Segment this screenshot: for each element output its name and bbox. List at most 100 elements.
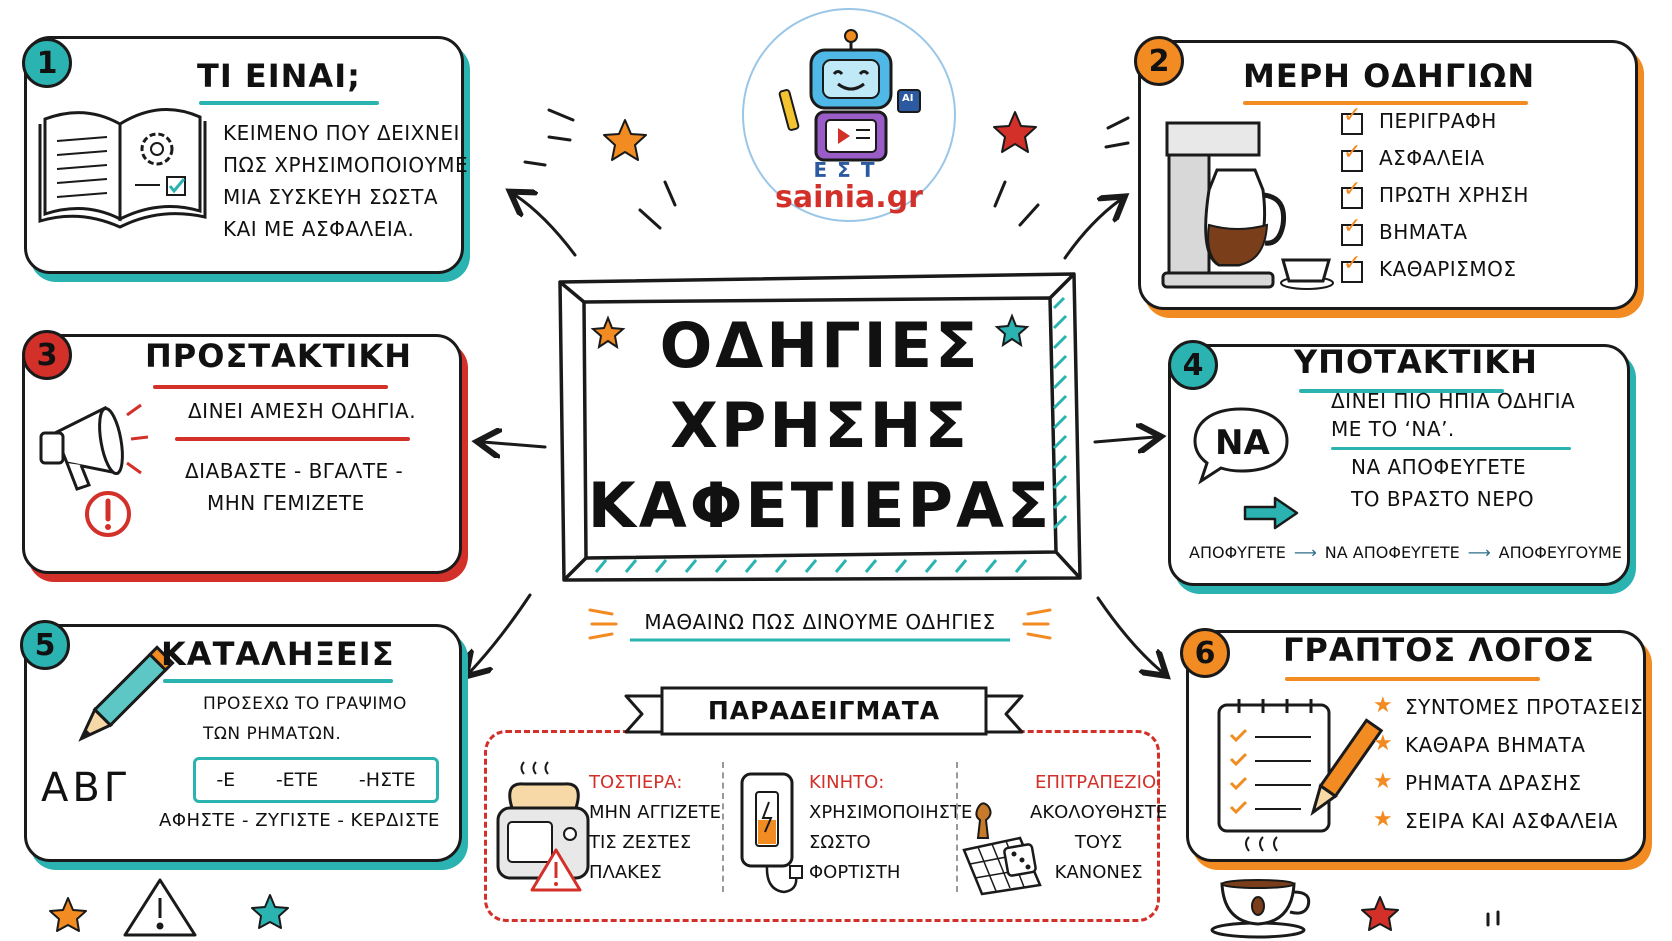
card-3-number: 3 (22, 330, 72, 380)
card-1-line-1: ΚΕΙΜΕΝΟ ΠΟΥ ΔΕΙΧΝΕΙ (223, 121, 460, 145)
list-item-label: ΚΑΘΑΡΑ ΒΗΜΑΤΑ (1405, 733, 1586, 757)
examples-banner: ΠΑΡΑΔΕΙΓΜΑΤΑ (624, 686, 1024, 742)
example-2-line-3: ΦΟΡΤΙΣΤΗ (809, 862, 901, 883)
card-2-title: ΜΕΡΗ ΟΔΗΓΙΩΝ (1243, 57, 1536, 95)
check-icon: ✓ (1343, 177, 1362, 202)
title-line-3: ΚΑΦΕΤΙΕΡΑΣ (587, 469, 1053, 542)
star-orange-top (603, 119, 647, 161)
coffee-cup-icon (1245, 836, 1278, 852)
check-item-label: ΚΑΘΑΡΙΣΜΟΣ (1379, 257, 1517, 281)
warning-icon-bottom (123, 878, 197, 937)
example-3-line-1: ΑΚΟΛΟΥΘΗΣΤΕ (1030, 802, 1168, 823)
card-endings: ΑΒΓ ΚΑΤΑΛΗΞΕΙΣ ΠΡΟΣΕΧΩ ΤΟ ΓΡΑΨΙΜΟ ΤΩΝ ΡΗ… (24, 624, 462, 862)
card-subjunctive: ΝΑ ΥΠΟΤΑΚΤΙΚΗ ΔΙΝΕΙ ΠΙΟ ΗΠΙΑ ΟΔΗΓΙΑ ΜΕ Τ… (1168, 343, 1630, 586)
card-3-title: ΠΡΟΣΤΑΚΤΙΚΗ (145, 337, 412, 375)
chain-item: ΑΠΟΦΥΓΕΤΕ (1189, 543, 1286, 562)
card-4-title: ΥΠΟΤΑΚΤΙΚΗ (1294, 343, 1538, 381)
card-4-line-2: ΜΕ ΤΟ ‘ΝΑ’. (1331, 417, 1455, 441)
list-item-label: ΣΕΙΡΑ ΚΑΙ ΑΣΦΑΛΕΙΑ (1405, 809, 1618, 833)
example-1-line-3: ΠΛΑΚΕΣ (589, 862, 662, 883)
arrow-to-card-4 (1093, 437, 1155, 442)
arrow-right-icon: ⟶ (1293, 543, 1317, 562)
card-what-is: ΤΙ ΕΙΝΑΙ; ΚΕΙΜΕΝΟ ΠΟΥ ΔΕΙΧΝΕΙ ΠΩΣ ΧΡΗΣΙΜ… (24, 36, 468, 274)
example-1-line-1: ΜΗΝ ΑΓΓΙΖΕΤΕ (589, 802, 722, 823)
arrow-to-card-6 (1096, 596, 1162, 672)
star-teal-title (994, 313, 1030, 348)
star-orange-bottom (49, 897, 87, 932)
endings-box: -Ε -ΕΤΕ -ΗΣΤΕ (193, 757, 439, 803)
card-6-title: ΓΡΑΠΤΟΣ ΛΟΓΟΣ (1283, 631, 1595, 669)
card-1-underline (199, 101, 379, 105)
list-item-label: ΡΗΜΑΤΑ ΔΡΑΣΗΣ (1405, 771, 1582, 795)
card-1-line-2: ΠΩΣ ΧΡΗΣΙΜΟΠΟΙΟΥΜΕ (223, 153, 469, 177)
banner-label: ΠΑΡΑΔΕΙΓΜΑΤΑ (707, 696, 941, 725)
card-3-divider (175, 437, 410, 441)
card-5-title: ΚΑΤΑΛΗΞΕΙΣ (161, 635, 395, 673)
center-title-box: ΟΔΗΓΙΕΣ ΧΡΗΣΗΣ ΚΑΦΕΤΙΕΡΑΣ (556, 268, 1084, 588)
card-2-number: 2 (1134, 36, 1184, 86)
abc-letters: ΑΒΓ (41, 765, 131, 811)
card-1-line-3: ΜΙΑ ΣΥΣΚΕΥΗ ΣΩΣΤΑ (223, 185, 439, 209)
card-1-number: 1 (22, 38, 72, 88)
example-divider-1 (722, 762, 724, 892)
card-1-line-4: ΚΑΙ ΜΕ ΑΣΦΑΛΕΙΑ. (223, 217, 415, 241)
logo-text: sainia.gr (775, 180, 923, 215)
card-2-underline (1243, 101, 1528, 105)
toaster-icon (496, 761, 590, 892)
card-1-title: ΤΙ ΕΙΝΑΙ; (197, 57, 361, 95)
star-red-bottom (1361, 896, 1399, 931)
card-4-example-2: ΤΟ ΒΡΑΣΤΟ ΝΕΡΟ (1351, 487, 1535, 511)
logo: AI ΕΣΤ sainia.gr (742, 8, 956, 222)
card-4-underline (1299, 389, 1504, 393)
example-2: ΚΙΝΗΤΟ: ΧΡΗΣΙΜΟΠΟΙΗΣΤΕ ΣΩΣΤΟ ΦΟΡΤΙΣΤΗ (809, 768, 972, 888)
ending-item: -ΗΣΤΕ (358, 769, 416, 791)
subtitle: ΜΑΘΑΙΝΩ ΠΩΣ ΔΙΝΟΥΜΕ ΟΔΗΓΙΕΣ (588, 606, 1052, 642)
check-icon: ✓ (1343, 140, 1362, 165)
chain-item: ΑΠΟΦΕΥΓΟΥΜΕ (1498, 543, 1622, 562)
card-parts: ΜΕΡΗ ΟΔΗΓΙΩΝ ✓ ΠΕΡΙΓΡΑΦΗ ✓ ΑΣΦΑΛΕΙΑ ✓ ΠΡ… (1138, 40, 1638, 310)
card-5-examples: ΑΦΗΣΤΕ - ΖΥΓΙΣΤΕ - ΚΕΡΔΙΣΤΕ (159, 810, 440, 831)
card-imperative: ΠΡΟΣΤΑΚΤΙΚΗ ΔΙΝΕΙ ΑΜΕΣΗ ΟΔΗΓΙΑ. ΔΙΑΒΑΣΤΕ… (22, 334, 462, 574)
coffee-maker-icon (1161, 121, 1334, 290)
title-line-2: ΧΡΗΣΗΣ (670, 389, 970, 462)
example-3-line-3: ΚΑΝΟΝΕΣ (1054, 862, 1143, 883)
star-teal-bottom (251, 894, 289, 929)
board-game-icon (962, 802, 1042, 896)
star-red-top (993, 111, 1037, 153)
example-3-heading: ΕΠΙΤΡΑΠΕΖΙΟ: (1035, 772, 1163, 793)
example-2-line-1: ΧΡΗΣΙΜΟΠΟΙΗΣΤΕ (809, 802, 973, 823)
star-orange-title (590, 315, 626, 350)
card-3-line-3: ΜΗΝ ΓΕΜΙΖΕΤΕ (207, 491, 365, 515)
card-6-underline (1285, 677, 1540, 681)
chain-item: ΝΑ ΑΠΟΦΕΥΓΕΤΕ (1324, 543, 1460, 562)
phone-charger-icon (740, 772, 803, 894)
card-4-line-1: ΔΙΝΕΙ ΠΙΟ ΗΠΙΑ ΟΔΗΓΙΑ (1331, 389, 1576, 413)
arrow-right-icon: ⟶ (1467, 543, 1491, 562)
speech-bubble-icon (1193, 407, 1289, 485)
card-3-underline (153, 385, 388, 389)
arrow-to-card-2 (1063, 200, 1120, 260)
card-5-underline (163, 679, 393, 683)
ending-item: -Ε (216, 769, 236, 791)
pencil-icon (78, 645, 175, 742)
ending-item: -ΕΤΕ (275, 769, 319, 791)
example-3-line-2: ΤΟΥΣ (1074, 832, 1123, 853)
title-frame (558, 272, 1082, 582)
check-icon: ✓ (1343, 251, 1362, 276)
subtitle-text: ΜΑΘΑΙΝΩ ΠΩΣ ΔΙΝΟΥΜΕ ΟΔΗΓΙΕΣ (644, 610, 996, 634)
arrow-to-card-1 (515, 195, 577, 257)
card-5-number: 5 (20, 620, 70, 670)
verb-chain: ΑΠΟΦΥΓΕΤΕ ⟶ ΝΑ ΑΠΟΦΕΥΓΕΤΕ ⟶ ΑΠΟΦΕΥΓΟΥΜΕ (1189, 543, 1622, 562)
coffee-cup-icon (1210, 879, 1311, 939)
star-icon: ★ (1373, 693, 1393, 718)
open-book-icon (38, 107, 207, 229)
card-3-line-2: ΔΙΑΒΑΣΤΕ - ΒΓΑΛΤΕ - (185, 459, 404, 483)
exclamation-icon (85, 491, 131, 537)
card-5-line-1: ΠΡΟΣΕΧΩ ΤΟ ΓΡΑΨΙΜΟ (203, 694, 407, 714)
arrow-to-card-5 (470, 593, 532, 672)
example-1: ΤΟΣΤΙΕΡΑ: ΜΗΝ ΑΓΓΙΖΕΤΕ ΤΙΣ ΖΕΣΤΕΣ ΠΛΑΚΕΣ (589, 768, 721, 888)
checkbox-icon (1341, 113, 1363, 135)
star-icon: ★ (1373, 731, 1393, 756)
example-1-line-2: ΤΙΣ ΖΕΣΤΕΣ (589, 832, 692, 853)
